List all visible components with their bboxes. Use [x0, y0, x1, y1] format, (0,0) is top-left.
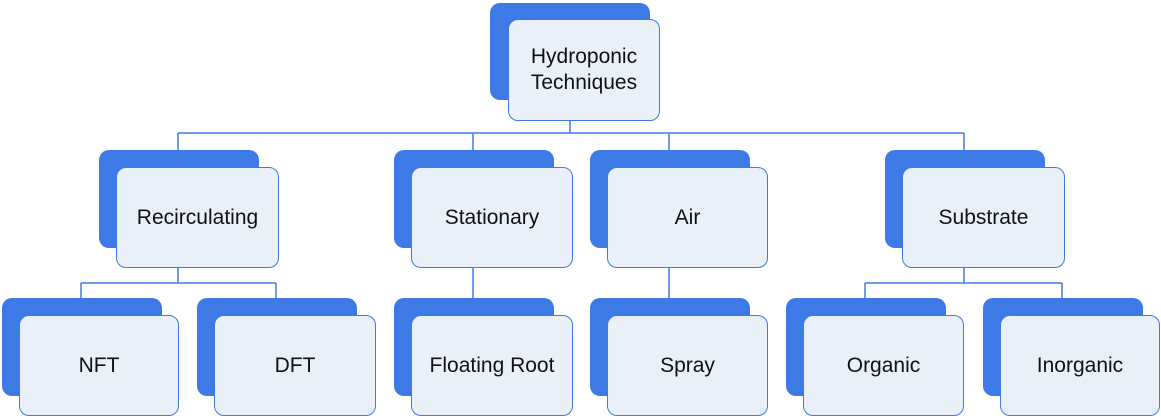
node-label: Recirculating	[136, 205, 259, 229]
node-label: Inorganic	[1036, 353, 1124, 377]
node-box: Floating Root	[411, 315, 573, 416]
node-box: Spray	[607, 315, 768, 416]
node-label: DFT	[274, 353, 316, 377]
node-label: Substrate	[938, 205, 1029, 229]
node-box: Substrate	[902, 167, 1065, 268]
node-box: Air	[607, 167, 768, 268]
node-label: Floating Root	[429, 353, 555, 377]
node-label: Hydroponic Techniques	[530, 45, 638, 94]
node-box: Organic	[803, 315, 964, 416]
node-box: Recirculating	[116, 167, 279, 268]
node-box: NFT	[19, 315, 179, 416]
node-box: Stationary	[411, 167, 573, 268]
node-box: Inorganic	[1000, 315, 1160, 416]
node-label: Air	[674, 205, 701, 229]
node-label: Spray	[660, 353, 715, 377]
node-label: Stationary	[444, 205, 540, 229]
node-box: Hydroponic Techniques	[508, 19, 660, 121]
node-box: DFT	[214, 315, 376, 416]
node-label: Organic	[846, 353, 921, 377]
node-label: NFT	[78, 353, 120, 377]
